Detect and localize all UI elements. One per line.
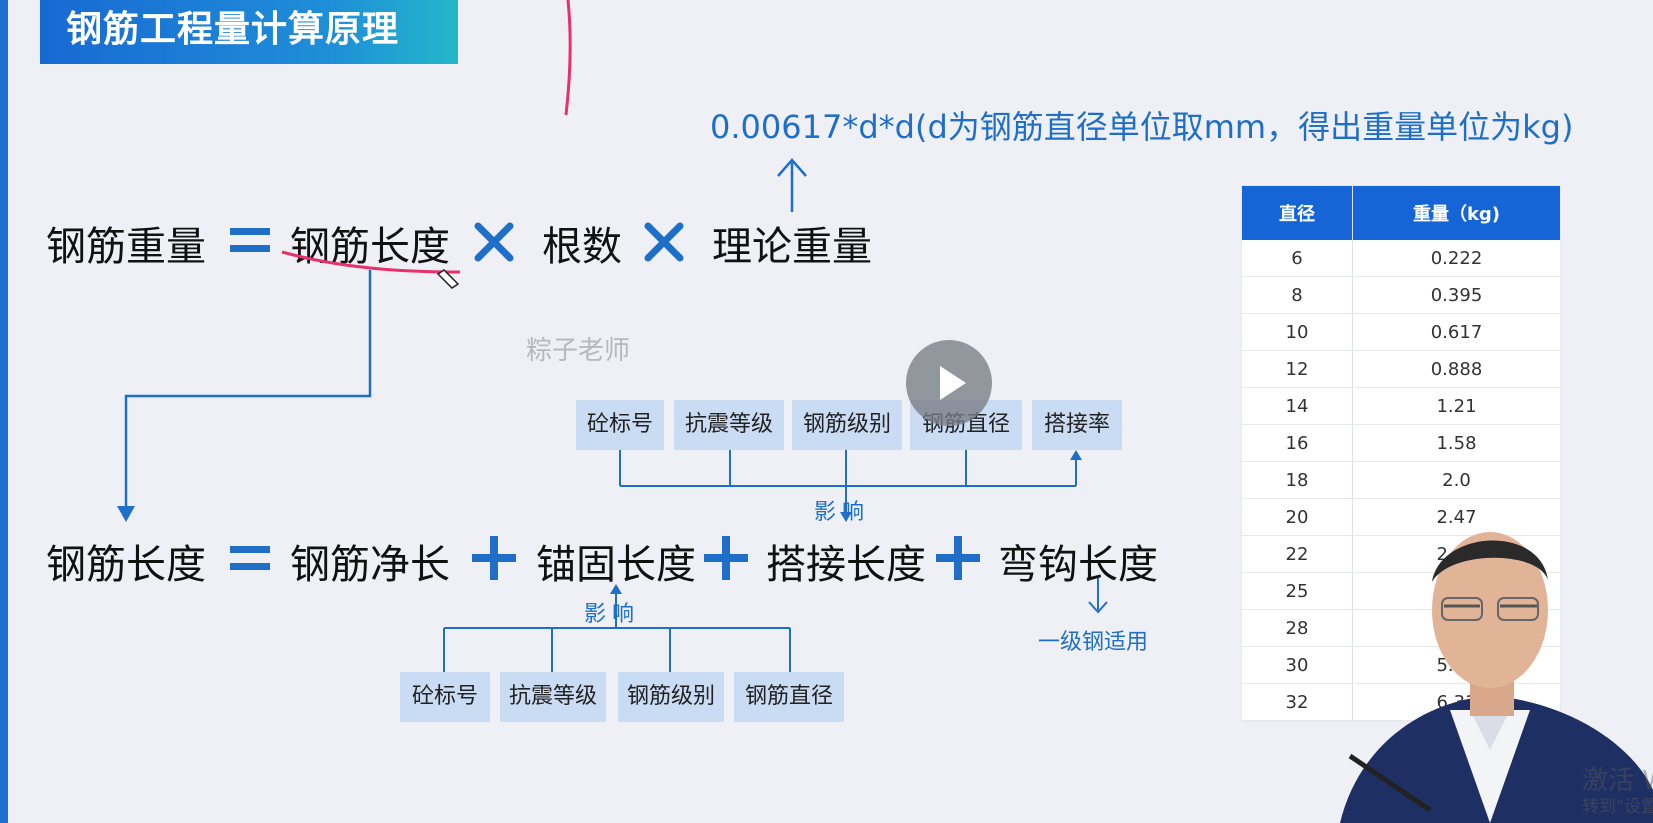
eq2-lap-length: 搭接长度 [766, 542, 926, 588]
equals-icon [230, 224, 270, 260]
cell-diameter: 22 [1242, 535, 1353, 573]
factor-box-diameter: 钢筋直径 [734, 672, 844, 722]
watermark: 粽子老师 [526, 336, 631, 366]
os-activation-watermark: 激活 W [1582, 766, 1653, 796]
factor-box-lap-rate: 搭接率 [1032, 400, 1122, 450]
influence-label-top: 影响 [814, 500, 871, 525]
cell-diameter: 20 [1242, 498, 1353, 536]
multiply-icon [474, 222, 514, 266]
factor-box-seismic: 抗震等级 [500, 672, 606, 722]
eq2-length: 钢筋长度 [46, 542, 206, 588]
cell-weight: 1.58 [1352, 424, 1560, 462]
eq2-net-length: 钢筋净长 [290, 542, 450, 588]
table-header-weight: 重量（kg) [1352, 186, 1560, 240]
factor-box-concrete: 砼标号 [400, 672, 490, 722]
factor-box-grade: 钢筋级别 [618, 672, 724, 722]
cell-weight: 2.0 [1352, 461, 1560, 499]
presenter-figure [1340, 532, 1653, 823]
cell-diameter: 6 [1242, 240, 1353, 277]
equals-icon [230, 542, 270, 578]
eq1-theory-weight: 理论重量 [712, 224, 872, 270]
eq2-hook-length: 弯钩长度 [998, 542, 1158, 588]
cell-diameter: 16 [1242, 424, 1353, 462]
cell-diameter: 12 [1242, 350, 1353, 388]
presenter-video [1320, 510, 1653, 823]
influence-label-bottom: 影响 [584, 602, 641, 627]
eq1-length: 钢筋长度 [290, 224, 450, 270]
factor-box-seismic: 抗震等级 [674, 400, 784, 450]
cell-diameter: 10 [1242, 313, 1353, 351]
hook-note: 一级钢适用 [1038, 630, 1149, 655]
plus-icon [472, 536, 516, 584]
plus-icon [936, 536, 980, 584]
cell-diameter: 30 [1242, 646, 1353, 684]
cell-weight: 0.222 [1352, 240, 1560, 277]
table-header-diameter: 直径 [1242, 186, 1353, 240]
weight-formula: 0.00617*d*d(d为钢筋直径单位取mm，得出重量单位为kg) [710, 108, 1574, 146]
page-title: 钢筋工程量计算原理 [40, 0, 458, 64]
cell-diameter: 8 [1242, 276, 1353, 314]
cell-weight: 0.395 [1352, 276, 1560, 314]
cell-weight: 2.47 [1352, 498, 1560, 536]
plus-icon [704, 536, 748, 584]
cell-diameter: 25 [1242, 572, 1353, 610]
cell-weight: 1.21 [1352, 387, 1560, 425]
cell-diameter: 14 [1242, 387, 1353, 425]
cell-weight: 0.888 [1352, 350, 1560, 388]
cell-diameter: 18 [1242, 461, 1353, 499]
factor-box-grade: 钢筋级别 [792, 400, 902, 450]
os-activation-hint: 转到"设置 [1582, 797, 1653, 817]
cell-diameter: 32 [1242, 683, 1353, 721]
factor-box-concrete: 砼标号 [576, 400, 664, 450]
play-button[interactable] [906, 340, 992, 426]
eq1-weight: 钢筋重量 [46, 224, 206, 270]
eq1-count: 根数 [542, 224, 622, 270]
left-accent-bar [0, 0, 8, 823]
multiply-icon [644, 222, 684, 266]
eq2-anchor-length: 锚固长度 [536, 542, 696, 588]
cell-weight: 0.617 [1352, 313, 1560, 351]
cell-diameter: 28 [1242, 609, 1353, 647]
